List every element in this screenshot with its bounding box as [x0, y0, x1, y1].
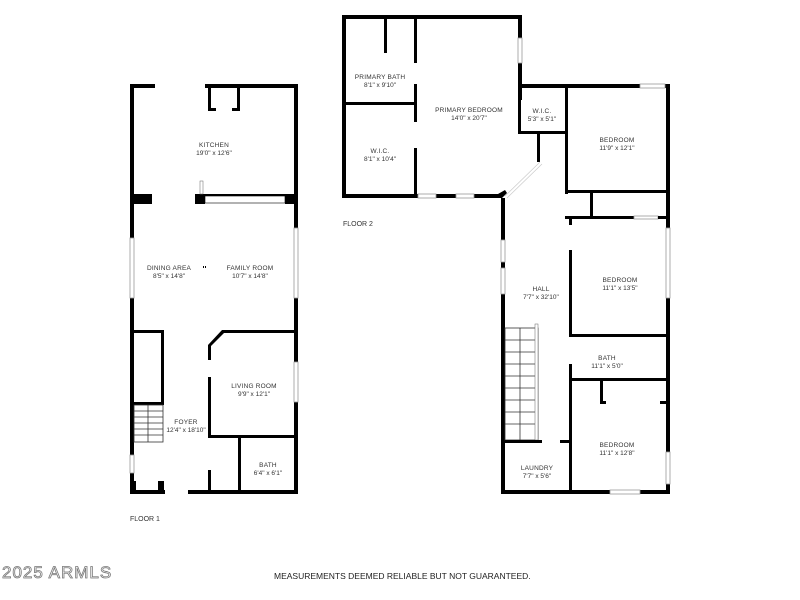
room-label-bedroom-2: BEDROOM 11'1" x 13'5" [602, 277, 637, 293]
room-dimensions: 7'7" x 5'6" [522, 473, 552, 480]
room-name: PRIMARY BATH [354, 74, 406, 81]
room-dimensions: 6'4" x 6'1" [253, 470, 283, 477]
room-label-wic-2: W.I.C. 5'3" x 5'1" [528, 108, 556, 124]
room-name: PRIMARY BEDROOM [435, 107, 503, 114]
room-label-bath-floor1: BATH 6'4" x 6'1" [254, 462, 282, 478]
room-label-living-room: LIVING ROOM 9'9" x 12'1" [231, 383, 277, 399]
room-name: HALL [532, 286, 550, 293]
room-dimensions: 10'7" x 14'8" [232, 273, 268, 280]
room-dimensions: 19'0" x 12'6" [196, 150, 232, 157]
floor-2-walls [342, 15, 671, 495]
room-dimensions: 5'3" x 5'1" [527, 116, 557, 123]
room-label-primary-bedroom: PRIMARY BEDROOM 14'0" x 20'7" [435, 107, 503, 123]
room-name: BATH [259, 462, 277, 469]
room-dimensions: 11'1" x 5'0" [591, 363, 623, 370]
room-name: LIVING ROOM [231, 383, 277, 390]
disclaimer-text: MEASUREMENTS DEEMED RELIABLE BUT NOT GUA… [274, 571, 531, 581]
room-dimensions: 7'7" x 32'10" [523, 294, 559, 301]
room-name: W.I.C. [532, 108, 552, 115]
room-name: DINING AREA [146, 265, 192, 272]
room-name: BEDROOM [599, 137, 635, 144]
floor-1-label: FLOOR 1 [130, 516, 160, 523]
room-label-foyer: FOYER 12'4" x 18'10" [166, 419, 205, 435]
room-dimensions: 8'5" x 14'8" [152, 273, 186, 280]
room-name: KITCHEN [199, 142, 229, 149]
watermark: 2025 ARMLS [2, 563, 113, 583]
room-label-primary-bath: PRIMARY BATH 8'1" x 9'10" [355, 74, 405, 90]
room-name: FAMILY ROOM [226, 265, 274, 272]
room-label-dining-area: DINING AREA 8'5" x 14'8" [147, 265, 191, 281]
room-label-bedroom-1: BEDROOM 11'9" x 12'1" [599, 137, 634, 153]
room-dimensions: 11'9" x 12'1" [599, 145, 635, 152]
room-name: FOYER [174, 419, 198, 426]
floor-1-walls [129, 84, 299, 494]
room-label-bath-floor2: BATH 11'1" x 5'0" [591, 355, 623, 371]
room-dimensions: 9'9" x 12'1" [237, 391, 271, 398]
room-dimensions: 8'1" x 9'10" [363, 82, 397, 89]
room-name: LAUNDRY [520, 465, 554, 472]
room-dimensions: 11'1" x 12'8" [599, 450, 635, 457]
room-name: BATH [598, 355, 616, 362]
room-label-wic-primary: W.I.C. 8'1" x 10'4" [364, 148, 396, 164]
floor-1-stairs [133, 404, 164, 443]
room-name: BEDROOM [599, 442, 635, 449]
room-name: BEDROOM [602, 277, 638, 284]
room-dimensions: 11'1" x 13'5" [602, 285, 638, 292]
room-name: W.I.C. [370, 148, 390, 155]
room-label-family-room: FAMILY ROOM 10'7" x 14'8" [227, 265, 274, 281]
room-label-hall: HALL 7'7" x 32'10" [523, 286, 559, 302]
room-dimensions: 14'0" x 20'7" [451, 115, 487, 122]
room-label-bedroom-3: BEDROOM 11'1" x 12'8" [599, 442, 634, 458]
room-label-laundry: LAUNDRY 7'7" x 5'6" [521, 465, 553, 481]
room-dimensions: 8'1" x 10'4" [363, 156, 397, 163]
floor-2-label: FLOOR 2 [343, 221, 373, 228]
floor-2-stairs [504, 323, 539, 441]
room-label-kitchen: KITCHEN 19'0" x 12'6" [196, 142, 232, 158]
room-dimensions: 12'4" x 18'10" [166, 427, 206, 434]
